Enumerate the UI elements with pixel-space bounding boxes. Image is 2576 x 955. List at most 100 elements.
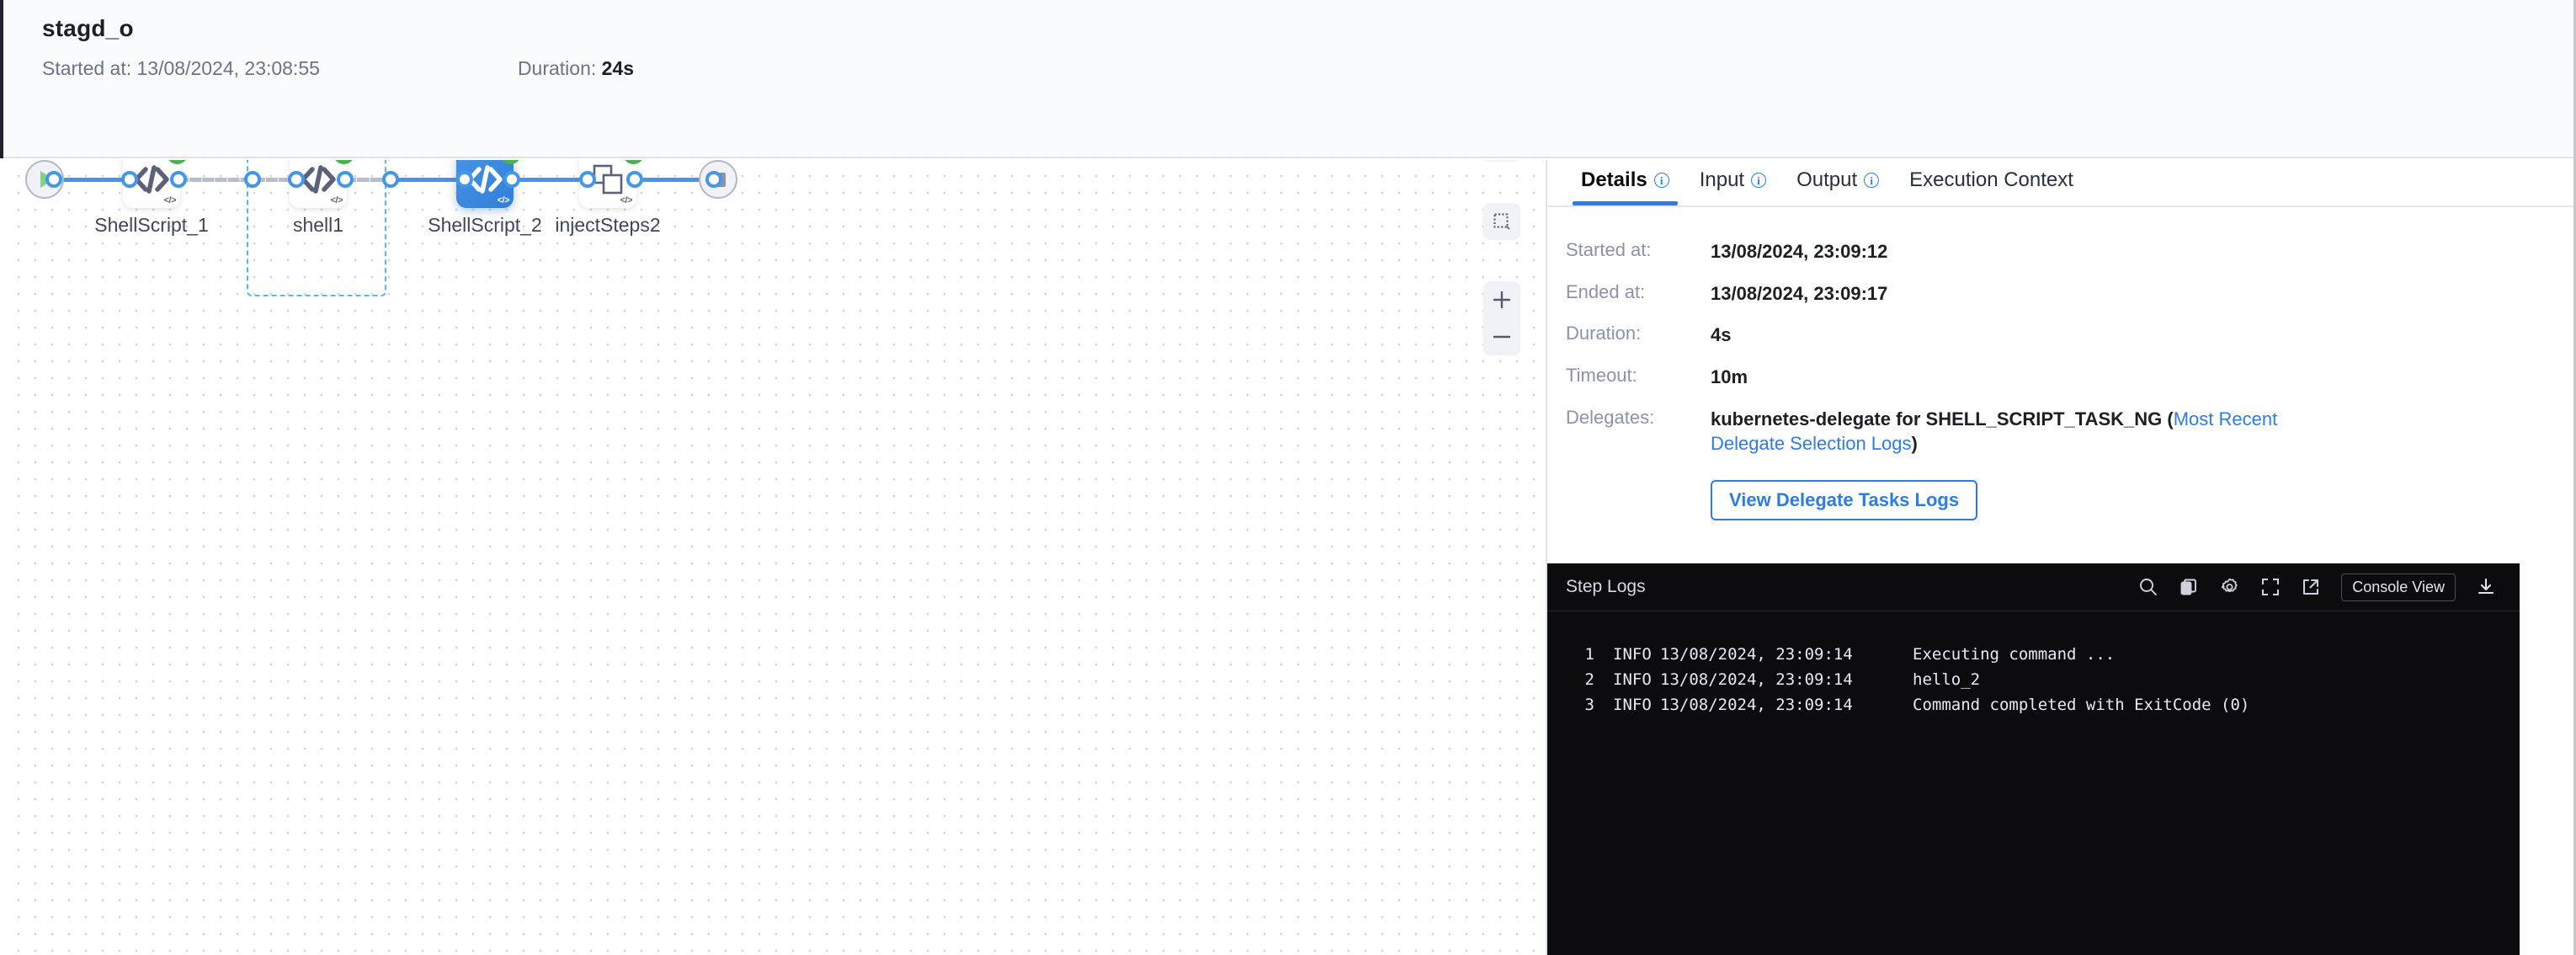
info-icon[interactable]: i (1653, 173, 1669, 188)
detail-row-started-at: Started at: 13/08/2024, 23:09:12 (1566, 239, 2573, 264)
edge-start-to-shellscript1 (52, 178, 130, 182)
log-line-number: 1 (1584, 645, 1594, 664)
edge-injectsteps2-to-end (633, 178, 712, 182)
pipeline-canvas[interactable]: injectSteps1 (3, 160, 1544, 955)
download-icon[interactable] (2476, 577, 2496, 597)
log-line: 3 INFO 13/08/2024, 23:09:14 Command comp… (1547, 692, 2520, 718)
console-view-button[interactable]: Console View (2341, 573, 2456, 601)
port-shell1-out[interactable] (337, 171, 354, 188)
code-badge-icon: </> (163, 195, 177, 205)
status-badge-success (167, 160, 188, 164)
delegates-text-tail: ) (1911, 433, 1918, 455)
detail-label-timeout: Timeout: (1566, 365, 1637, 387)
selection-marquee-icon[interactable] (1483, 203, 1520, 240)
delegate-selection-logs-link[interactable]: Most Recent Delegate Selection Logs (1711, 408, 2278, 455)
detail-value-started-at: 13/08/2024, 23:09:12 (1711, 241, 1888, 262)
detail-row-duration: Duration: 4s (1566, 323, 2573, 348)
status-badge-success (623, 160, 644, 164)
log-line-number: 3 (1584, 696, 1594, 714)
detail-value-duration: 4s (1711, 324, 1732, 346)
canvas-control-select[interactable] (1483, 203, 1520, 240)
node-injectsteps2-label: injectSteps2 (555, 214, 661, 236)
canvas-zoom-controls[interactable] (1483, 281, 1520, 355)
search-icon[interactable] (2138, 577, 2158, 597)
tab-output[interactable]: Output i (1781, 160, 1894, 204)
port-end-in[interactable] (705, 171, 722, 188)
detail-label-started-at: Started at: (1566, 239, 1652, 260)
log-timestamp: 13/08/2024, 23:09:14 (1660, 670, 1853, 689)
info-icon[interactable]: i (1751, 173, 1767, 188)
port-shellscript2-out[interactable] (503, 171, 520, 188)
port-shell1-in[interactable] (288, 171, 305, 188)
tab-execution-context[interactable]: Execution Context (1894, 160, 2089, 204)
status-badge-success (333, 160, 354, 164)
port-shellscript1-in[interactable] (121, 171, 138, 188)
code-icon (134, 165, 169, 194)
detail-row-timeout: Timeout: 10m (1566, 365, 2573, 390)
detail-tabs: Details i Input i Output i Execution Con… (1547, 160, 2573, 207)
gear-icon[interactable] (2219, 577, 2240, 598)
started-at-meta: Started at: 13/08/2024, 23:08:55 (42, 57, 320, 79)
edge-groupout-to-shellscript2 (389, 178, 463, 182)
external-link-icon[interactable] (2301, 577, 2321, 597)
node-shellscript2-label: ShellScript_2 (428, 214, 542, 236)
port-start-out[interactable] (45, 171, 62, 188)
step-detail-panel: Details i Input i Output i Execution Con… (1546, 160, 2573, 955)
port-injectsteps2-out[interactable] (626, 171, 643, 188)
page-title: stagd_o (42, 15, 134, 41)
info-icon[interactable]: i (1864, 173, 1880, 188)
step-logs-title: Step Logs (1566, 577, 1646, 596)
log-message: hello_2 (1913, 670, 1981, 689)
tab-input-label: Input (1699, 168, 1745, 191)
port-shellscript1-out[interactable] (170, 171, 187, 188)
edge-shellscript2-to-injectsteps2 (510, 178, 584, 182)
port-group-in[interactable] (244, 171, 261, 188)
step-logs-toolbar: Step Logs (1547, 563, 2520, 611)
fullscreen-icon[interactable] (2260, 577, 2281, 597)
node-shell1-label: shell1 (292, 214, 344, 236)
log-line: 2 INFO 13/08/2024, 23:09:14 hello_2 (1547, 667, 2520, 692)
detail-value-delegates: kubernetes-delegate for SHELL_SCRIPT_TAS… (1711, 407, 2317, 456)
log-timestamp: 13/08/2024, 23:09:14 (1660, 696, 1853, 714)
fit-to-screen-icon[interactable] (1483, 160, 1520, 162)
tab-output-label: Output (1796, 168, 1858, 191)
tab-input[interactable]: Input i (1685, 160, 1781, 204)
zoom-in-icon[interactable] (1483, 281, 1520, 318)
view-delegate-tasks-logs-button[interactable]: View Delegate Tasks Logs (1711, 480, 1978, 521)
log-line-number: 2 (1584, 670, 1594, 689)
header-meta: Started at: 13/08/2024, 23:08:55 Duratio… (42, 57, 634, 80)
execution-header: stagd_o Started at: 13/08/2024, 23:08:55… (3, 0, 2573, 158)
detail-row-delegates: Delegates: kubernetes-delegate for SHELL… (1566, 407, 2573, 456)
edge-shellscript1-to-shell1 (177, 178, 296, 182)
detail-label-delegates: Delegates: (1566, 406, 1655, 428)
log-line: 1 INFO 13/08/2024, 23:09:14 Executing co… (1547, 642, 2520, 667)
left-accent-strip (0, 0, 3, 158)
log-message: Command completed with ExitCode (0) (1913, 696, 2250, 714)
step-logs-body[interactable]: 1 INFO 13/08/2024, 23:09:14 Executing co… (1547, 611, 2520, 955)
log-level: INFO (1613, 670, 1652, 689)
tab-details[interactable]: Details i (1566, 160, 1685, 205)
group-injectsteps1[interactable] (247, 160, 386, 296)
log-level: INFO (1613, 696, 1652, 714)
code-badge-icon: </> (330, 195, 343, 205)
detail-value-timeout: 10m (1711, 366, 1748, 388)
port-group-out[interactable] (382, 171, 399, 188)
detail-label-duration: Duration: (1566, 323, 1642, 344)
status-badge-success (500, 160, 521, 164)
duration-meta: Duration: 24s (517, 57, 635, 79)
code-badge-icon: </> (497, 195, 510, 205)
details-content: Started at: 13/08/2024, 23:09:12 Ended a… (1547, 207, 2573, 521)
port-shellscript2-in[interactable] (456, 171, 473, 188)
code-icon (301, 165, 336, 194)
node-shellscript1-label: ShellScript_1 (94, 214, 209, 236)
port-injectsteps2-in[interactable] (579, 171, 596, 188)
zoom-out-icon[interactable] (1483, 318, 1520, 355)
edge-shell1-to-groupout (343, 178, 389, 182)
step-logs-panel: Step Logs (1547, 563, 2520, 955)
canvas-control-fit[interactable] (1483, 160, 1520, 162)
copy-icon[interactable] (2179, 577, 2199, 597)
log-message: Executing command ... (1913, 645, 2116, 664)
tab-details-label: Details (1581, 168, 1647, 191)
log-level: INFO (1613, 645, 1652, 664)
